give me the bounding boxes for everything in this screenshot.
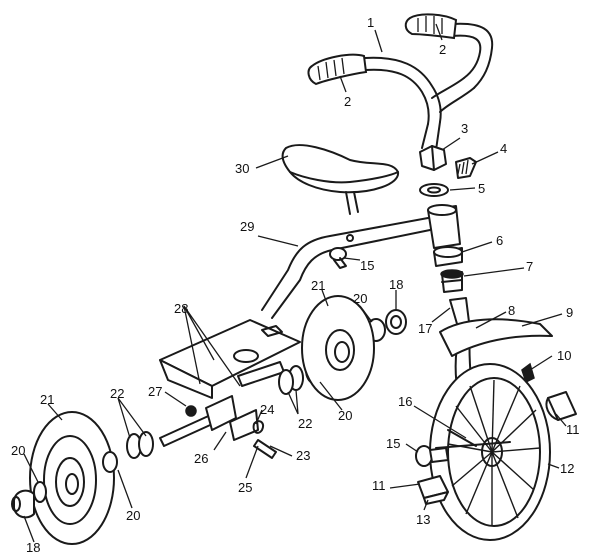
pedal-upper	[545, 391, 577, 421]
callouts: 1 2 2 3 4 5 6 7 8 9 10 11 11 12 13 15 15…	[11, 15, 580, 555]
grip-right	[404, 13, 458, 40]
callout-22-right: 22	[298, 416, 312, 431]
callout-17: 17	[418, 321, 432, 336]
callout-6: 6	[496, 233, 503, 248]
stem-bolt	[455, 157, 477, 179]
callout-2-right-grip: 2	[439, 42, 446, 57]
stem-nut	[419, 145, 447, 171]
callout-29: 29	[240, 219, 254, 234]
callout-5: 5	[478, 181, 485, 196]
callout-18-upper: 18	[389, 277, 403, 292]
bearing-cup-lower	[440, 269, 464, 293]
callout-3: 3	[461, 121, 468, 136]
callout-11-upper: 11	[566, 422, 580, 437]
handlebar	[364, 22, 494, 151]
front-bolt	[415, 445, 449, 467]
callout-28: 28	[174, 301, 188, 316]
callout-20-left: 20	[11, 443, 25, 458]
callout-8: 8	[508, 303, 515, 318]
callout-16: 16	[398, 394, 412, 409]
grip-left	[307, 53, 368, 86]
callout-9: 9	[566, 305, 573, 320]
callout-30: 30	[235, 161, 249, 176]
callout-7: 7	[526, 259, 533, 274]
head-tube	[427, 204, 461, 249]
callout-15-lower: 15	[386, 436, 400, 451]
axle-cap-nut	[185, 405, 197, 417]
pedal-lower	[417, 475, 449, 505]
callout-25: 25	[238, 480, 252, 495]
hub-cap-left	[11, 489, 35, 519]
callout-15-upper: 15	[360, 258, 374, 273]
callout-11-lower: 11	[372, 478, 386, 493]
fender-screw	[521, 362, 535, 384]
axle-bracket	[205, 395, 259, 441]
rear-washers-left	[33, 431, 154, 503]
stem-washer	[419, 183, 449, 197]
rear-wheel-right	[301, 295, 375, 401]
callout-2-left-grip: 2	[344, 94, 351, 109]
callout-23: 23	[296, 448, 310, 463]
callout-27: 27	[148, 384, 162, 399]
callout-20-bottom: 20	[126, 508, 140, 523]
callout-10: 10	[557, 348, 571, 363]
callout-21-right: 21	[311, 278, 325, 293]
callout-22-left: 22	[110, 386, 124, 401]
callout-1: 1	[367, 15, 374, 30]
callout-21-left: 21	[40, 392, 54, 407]
callout-20-upper: 20	[353, 291, 367, 306]
callout-26: 26	[194, 451, 208, 466]
leader-lines	[23, 23, 567, 543]
step-plate	[159, 319, 301, 399]
clip-pin	[252, 420, 277, 459]
seat	[281, 144, 400, 215]
rear-wheel-left	[29, 411, 115, 545]
front-axle	[435, 429, 511, 449]
callout-4: 4	[500, 141, 507, 156]
callout-13: 13	[416, 512, 430, 527]
bearing-cup-upper	[433, 246, 463, 267]
callout-20-mid: 20	[338, 408, 352, 423]
callout-18-lower: 18	[26, 540, 40, 555]
front-wheel	[429, 363, 551, 541]
callout-24: 24	[260, 402, 274, 417]
callout-12: 12	[560, 461, 574, 476]
fender	[439, 318, 553, 357]
frame-bolt	[329, 247, 347, 269]
